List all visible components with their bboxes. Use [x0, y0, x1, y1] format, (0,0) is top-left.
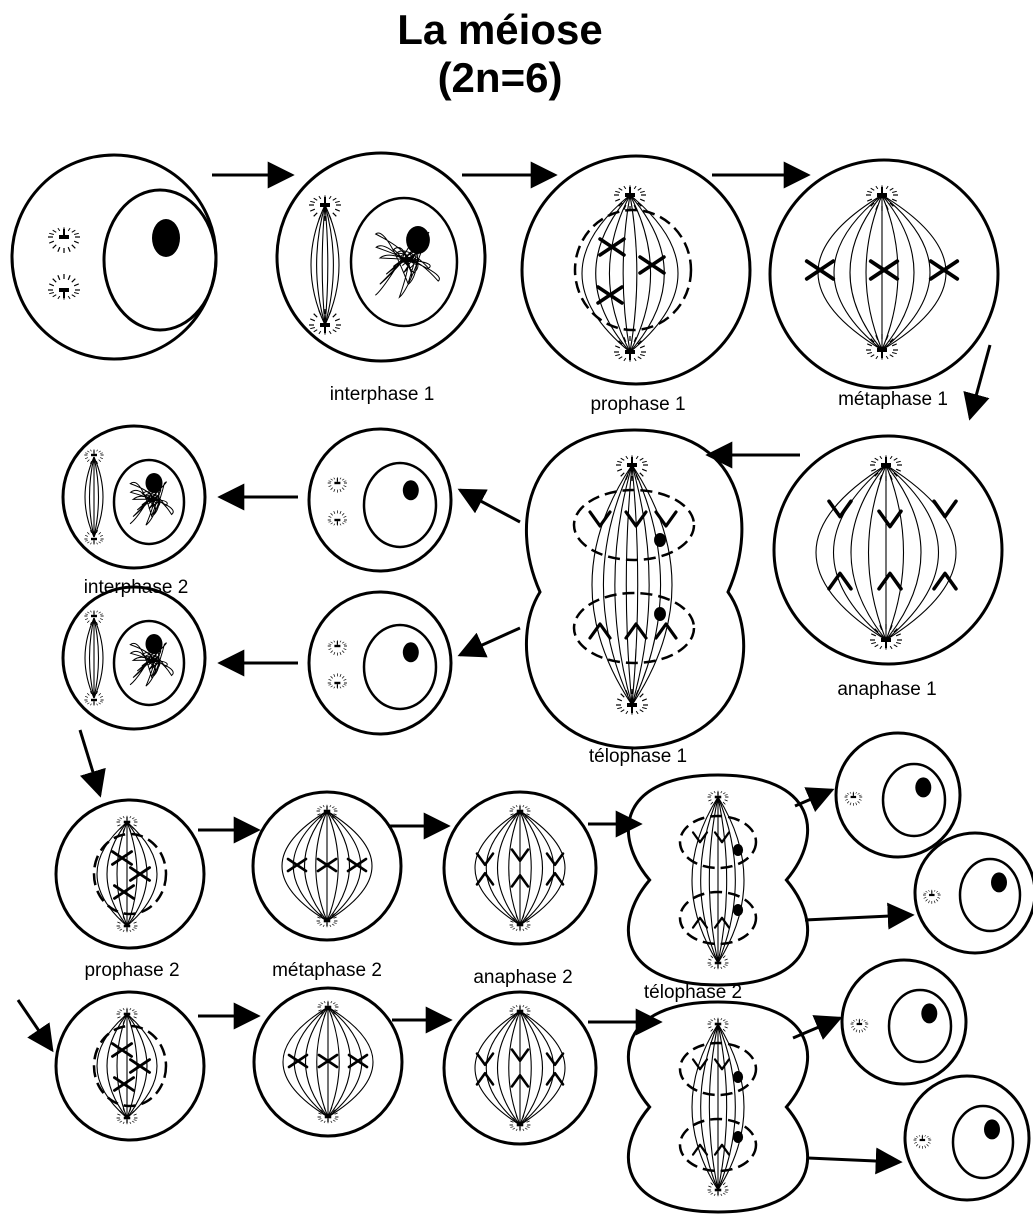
label-interphase-2: interphase 2 [84, 577, 189, 598]
cell-gamete-2 [915, 833, 1033, 953]
nucleolus [403, 642, 419, 662]
nucleolus [733, 1071, 743, 1083]
cell-gamete-1 [836, 733, 960, 857]
cell-prophase-1 [522, 156, 750, 384]
cell-telophase-1 [526, 430, 743, 748]
label-metaphase-1: métaphase 1 [838, 389, 948, 410]
label-interphase-1: interphase 1 [330, 384, 435, 405]
nucleolus [733, 1131, 743, 1143]
label-telophase-2: télophase 2 [644, 982, 742, 1003]
cell-telophase-2a [628, 775, 807, 985]
nucleolus [921, 1003, 937, 1023]
label-prophase-2: prophase 2 [84, 960, 179, 981]
arrow-14 [795, 790, 832, 806]
arrow-21 [808, 1158, 900, 1162]
cell-daughter-1b [309, 592, 451, 734]
label-prophase-1: prophase 1 [590, 394, 685, 415]
cell-initial [12, 155, 216, 359]
label-telophase-1: télophase 1 [589, 746, 687, 767]
nucleolus [654, 533, 666, 547]
cell-membrane [309, 429, 451, 571]
cell-gamete-4 [905, 1076, 1029, 1200]
cell-prophase-2b [56, 992, 204, 1140]
nucleolus [406, 226, 430, 254]
cell-daughter-1a [309, 429, 451, 571]
cell-membrane [905, 1076, 1029, 1200]
cell-membrane [309, 592, 451, 734]
arrow-4 [970, 345, 990, 418]
cell-interphase-2a [63, 426, 205, 568]
cell-interphase-1 [277, 153, 485, 361]
arrow-16 [18, 1000, 52, 1050]
nucleolus [146, 634, 163, 654]
cell-membrane [842, 960, 966, 1084]
arrow-15 [805, 915, 912, 920]
cell-metaphase-1 [770, 160, 998, 388]
label-anaphase-2: anaphase 2 [473, 967, 572, 988]
cell-membrane [522, 156, 750, 384]
arrow-10 [80, 730, 100, 795]
cell-prophase-2a [56, 800, 204, 948]
cell-anaphase-2b [444, 992, 596, 1144]
cell-metaphase-2a [253, 792, 401, 940]
arrow-7 [460, 628, 520, 655]
nucleolus [915, 777, 931, 797]
label-metaphase-2: métaphase 2 [272, 960, 382, 981]
cell-telophase-2b [628, 1002, 807, 1212]
nucleolus [984, 1119, 1000, 1139]
cell-membrane [836, 733, 960, 857]
nucleolus [654, 607, 666, 621]
cell-interphase-2b [63, 587, 205, 729]
label-anaphase-1: anaphase 1 [837, 679, 936, 700]
nucleolus [991, 872, 1007, 892]
nucleolus [403, 480, 419, 500]
nucleolus [152, 219, 180, 257]
cell-gamete-3 [842, 960, 966, 1084]
cell-metaphase-2b [254, 988, 402, 1136]
arrow-20 [793, 1018, 840, 1038]
cell-membrane [12, 155, 216, 359]
nucleolus [146, 473, 163, 493]
nucleolus [733, 904, 743, 916]
arrow-6 [460, 490, 520, 522]
cell-anaphase-2a [444, 792, 596, 944]
nucleolus [733, 844, 743, 856]
cell-membrane [915, 833, 1033, 953]
cell-anaphase-1 [774, 436, 1002, 664]
